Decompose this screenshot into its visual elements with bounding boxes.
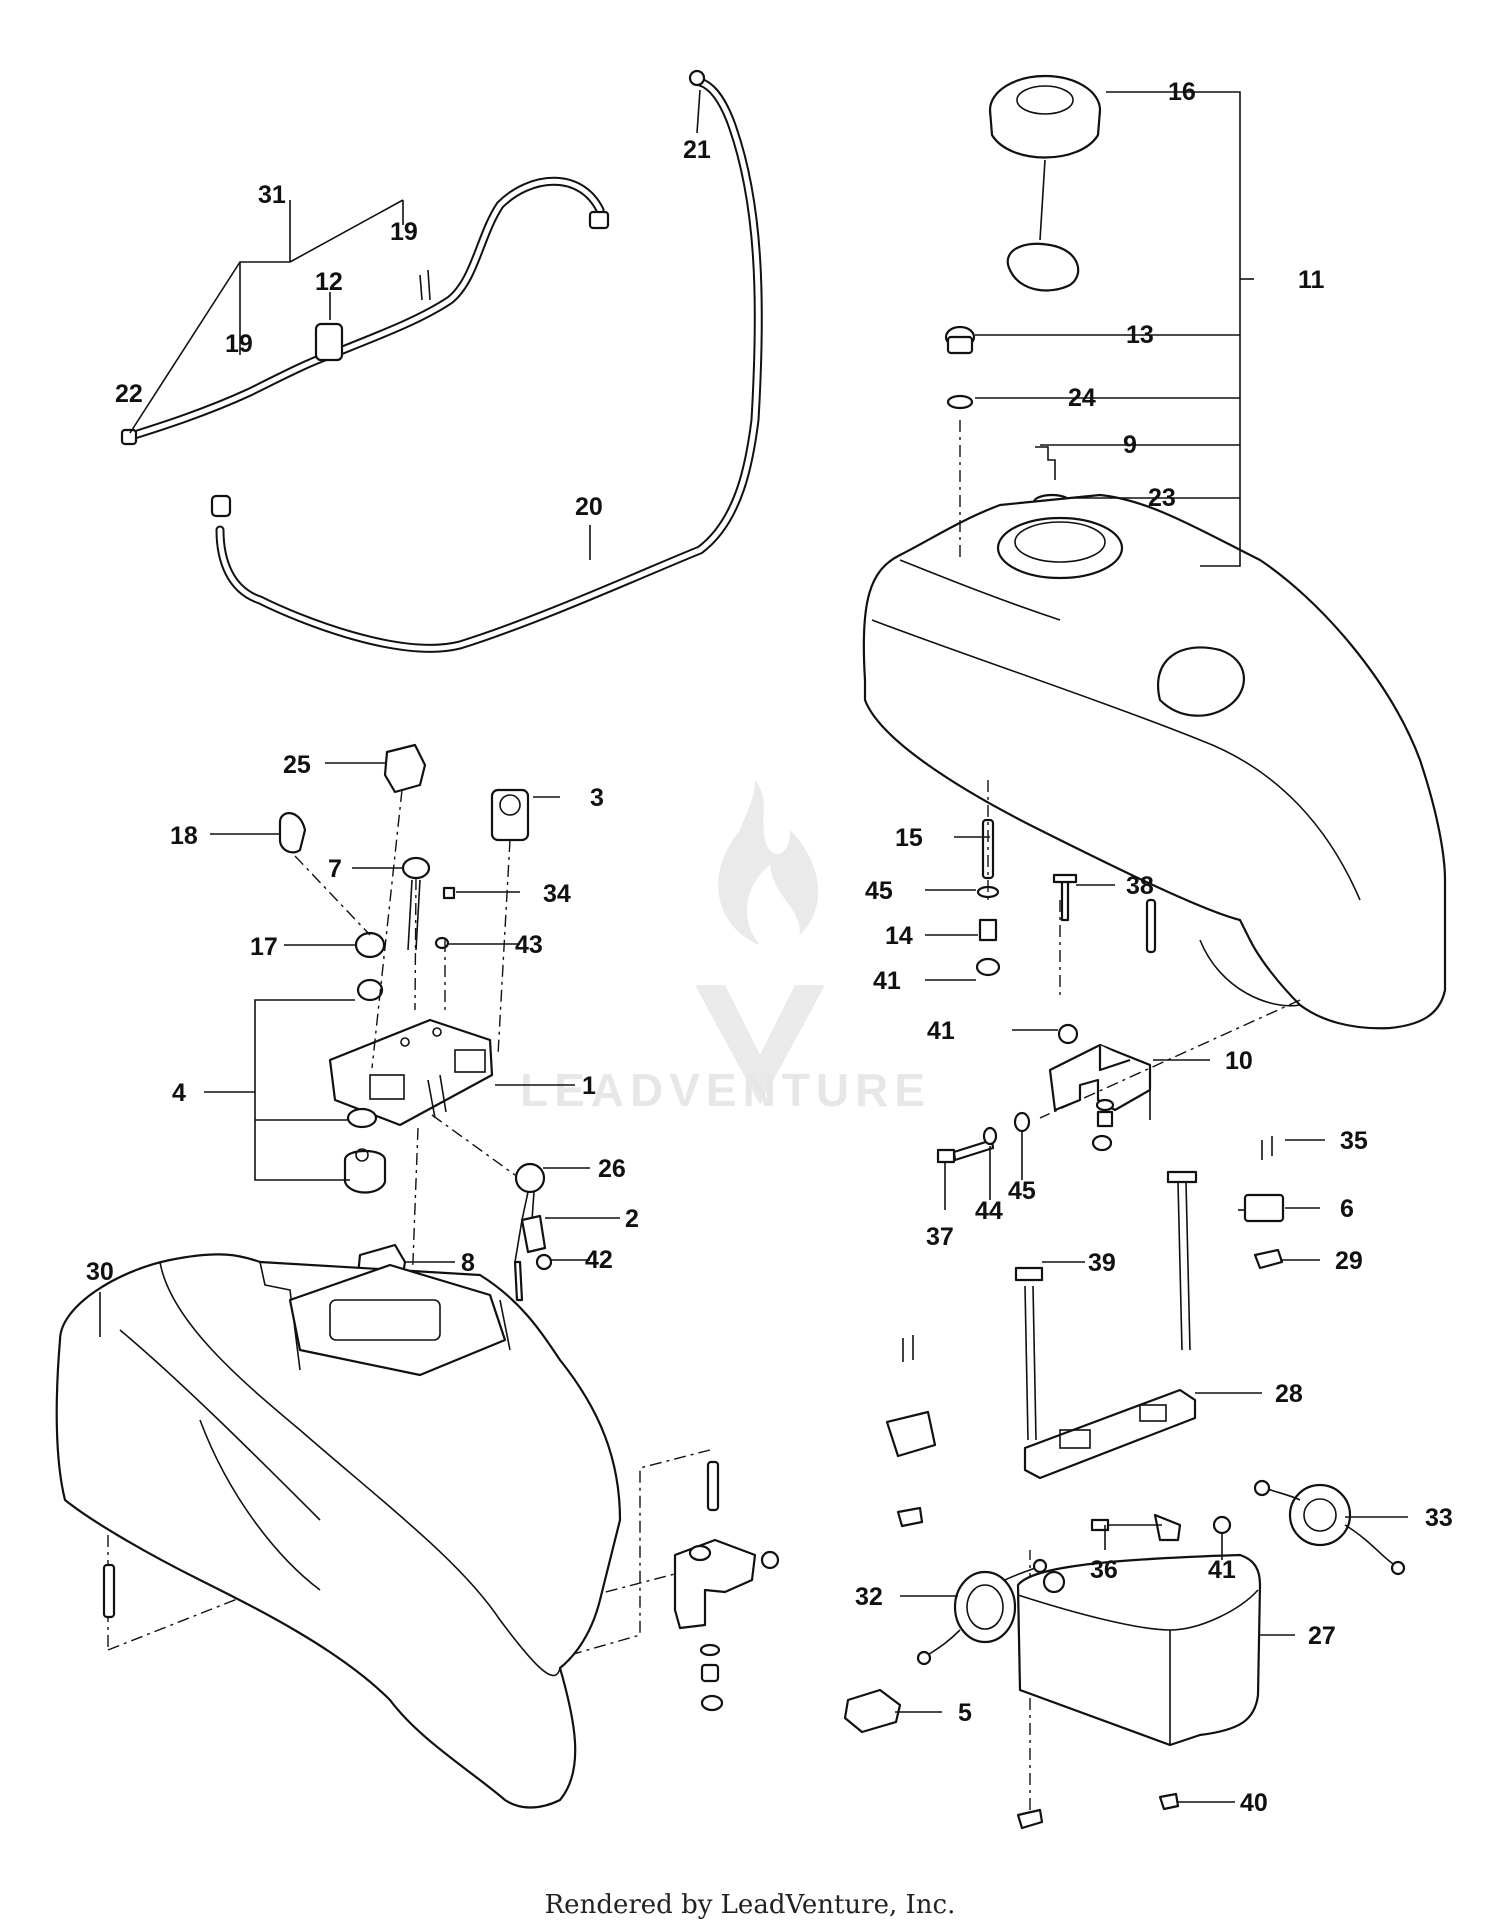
button-7 (401, 856, 431, 880)
fitting-21 (688, 69, 706, 87)
tank-bracket-10 (1048, 873, 1157, 1152)
callout-3: 3 (590, 784, 604, 812)
callout-45: 45 (865, 877, 893, 905)
callout-19-b: 19 (225, 330, 253, 358)
callout-29: 29 (1335, 1247, 1363, 1275)
callout-21: 21 (683, 136, 711, 164)
callout-4: 4 (172, 1079, 186, 1107)
callout-20: 20 (575, 493, 603, 521)
battery-27 (1016, 1513, 1262, 1747)
callout-2: 2 (625, 1205, 639, 1233)
callout-6: 6 (1340, 1195, 1354, 1223)
callout-33: 33 (1425, 1504, 1453, 1532)
solenoid-assembly (885, 1335, 937, 1528)
callout-39: 39 (1088, 1249, 1116, 1277)
callout-8: 8 (461, 1249, 475, 1277)
callout-11: 11 (1298, 266, 1325, 294)
bracket-bolts (936, 1111, 1031, 1164)
control-panel-1 (328, 1018, 494, 1127)
callout-7: 7 (328, 855, 342, 883)
clip-bottom (1016, 1808, 1044, 1830)
fuel-line-20 (210, 69, 763, 653)
callout-35: 35 (1340, 1127, 1368, 1155)
callout-5: 5 (958, 1699, 972, 1727)
battery-cable-33 (1253, 1479, 1406, 1576)
callout-34: 34 (543, 880, 571, 908)
callout-31: 31 (258, 181, 286, 209)
callout-numbers: 16 11 13 24 9 23 31 19 12 19 22 21 20 25… (86, 78, 1453, 1817)
bushing-17 (354, 931, 386, 959)
callout-23: 23 (1148, 484, 1176, 512)
ignition-switch-4 (343, 1149, 387, 1194)
battery-hold-down-28 (1014, 1170, 1232, 1535)
watermark-text: LEADVENTURE (520, 1064, 931, 1116)
callout-32: 32 (855, 1583, 883, 1611)
callout-30: 30 (86, 1258, 114, 1286)
callout-43: 43 (515, 931, 543, 959)
footer-credit: Rendered by LeadVenture, Inc. (544, 1890, 956, 1920)
leadventure-watermark: LEADVENTURE (520, 780, 931, 1116)
callout-41-b: 41 (927, 1017, 955, 1045)
parts-diagram: LEADVENTURE (55, 69, 1453, 1830)
callout-44: 44 (975, 1197, 1003, 1225)
callout-28: 28 (1275, 1380, 1303, 1408)
nut-40 (1158, 1792, 1180, 1811)
throttle-lever-2 (513, 1162, 553, 1302)
callout-42: 42 (585, 1246, 613, 1274)
relay-6-assembly (1238, 1136, 1285, 1270)
fender-bracket (102, 1460, 780, 1712)
callout-27: 27 (1308, 1622, 1336, 1650)
callout-41: 41 (873, 967, 901, 995)
callout-19: 19 (390, 218, 418, 246)
battery-cable-32 (916, 1558, 1048, 1666)
callout-38: 38 (1126, 872, 1154, 900)
spring-14 (978, 918, 998, 942)
fender-30 (55, 1253, 622, 1809)
callout-12: 12 (315, 268, 343, 296)
callout-45-b: 45 (1008, 1177, 1036, 1205)
callout-13: 13 (1126, 321, 1154, 349)
callout-16: 16 (1168, 78, 1196, 106)
callout-41-c: 41 (1208, 1556, 1236, 1584)
callout-10: 10 (1225, 1047, 1253, 1075)
fuel-line-with-filter (120, 176, 610, 446)
washer-24 (946, 394, 974, 410)
callout-24: 24 (1068, 384, 1096, 412)
callout-25: 25 (283, 751, 311, 779)
fuel-filter-12 (314, 322, 344, 362)
callout-18: 18 (170, 822, 198, 850)
callout-15: 15 (895, 824, 923, 852)
callout-17: 17 (250, 933, 278, 961)
fuel-tank-body (862, 493, 1447, 1030)
nut-41 (975, 957, 1001, 977)
callout-22: 22 (115, 380, 143, 408)
knob-26 (514, 1162, 546, 1194)
callout-9: 9 (1123, 431, 1137, 459)
callout-26: 26 (598, 1155, 626, 1183)
callout-40: 40 (1240, 1789, 1268, 1817)
fuel-cap-16 (988, 74, 1102, 292)
callout-36: 36 (1090, 1556, 1118, 1584)
callout-37: 37 (926, 1223, 954, 1251)
callout-1: 1 (582, 1072, 596, 1100)
callout-14: 14 (885, 922, 913, 950)
switch-25 (383, 743, 427, 794)
leader-lines (99, 89, 1408, 1803)
panel-switches (278, 743, 530, 1194)
knob-18 (278, 812, 307, 854)
connector-5 (843, 1688, 902, 1734)
